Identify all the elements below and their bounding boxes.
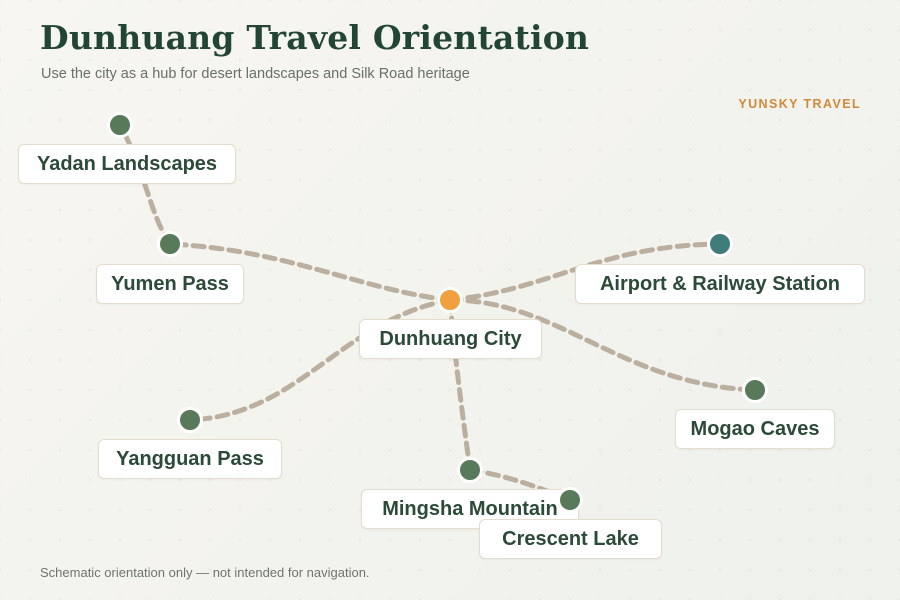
place-label-yumen[interactable]: Yumen Pass [96,264,244,304]
route-city-yumen [167,241,453,303]
yangguan-marker-icon[interactable] [177,407,203,433]
route-city-mogao [447,297,758,393]
city-hub-marker-icon[interactable] [437,287,463,313]
place-label-mingsha[interactable]: Mingsha Mountain [361,489,579,529]
yadan-marker-icon[interactable] [107,112,133,138]
page-subtitle: Use the city as a hub for desert landsca… [41,66,470,82]
route-yumen-yadan [117,122,173,247]
place-label-city[interactable]: Dunhuang City [359,319,542,359]
mogao-marker-icon[interactable] [742,377,768,403]
yumen-marker-icon[interactable] [157,231,183,257]
brand-logo: YUNSKY TRAVEL [738,97,861,111]
place-label-airport[interactable]: Airport & Railway Station [575,264,865,304]
place-label-crescent[interactable]: Crescent Lake [479,519,662,559]
place-label-mogao[interactable]: Mogao Caves [675,409,835,449]
place-label-yangguan[interactable]: Yangguan Pass [98,439,282,479]
airport-marker-icon[interactable] [707,231,733,257]
page-title: Dunhuang Travel Orientation [40,18,590,57]
disclaimer-note: Schematic orientation only — not intende… [40,565,370,580]
mingsha-marker-icon[interactable] [457,457,483,483]
place-label-yadan[interactable]: Yadan Landscapes [18,144,236,184]
crescent-marker-icon[interactable] [557,487,583,513]
route-city-yangguan [187,297,453,423]
